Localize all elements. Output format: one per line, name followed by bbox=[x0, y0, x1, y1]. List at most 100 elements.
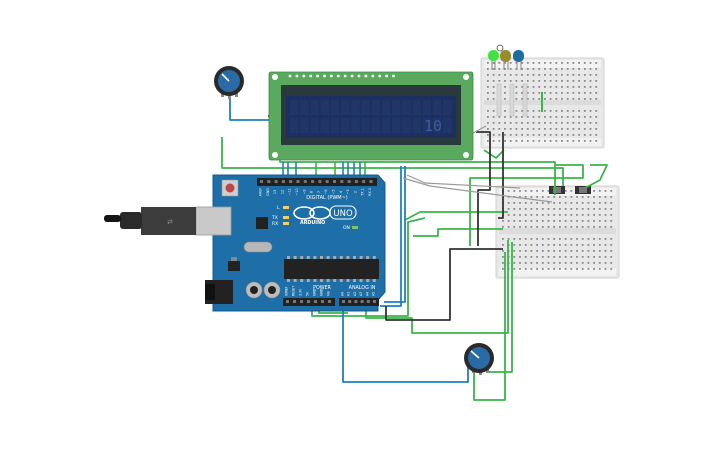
lcd-pin[interactable] bbox=[302, 74, 306, 78]
reset-button-icon[interactable] bbox=[221, 179, 239, 197]
digital-pin[interactable] bbox=[267, 180, 271, 183]
breadboard-hole bbox=[504, 98, 506, 100]
power-pin[interactable] bbox=[300, 300, 303, 303]
lcd-pin[interactable] bbox=[323, 74, 326, 78]
power-pin[interactable] bbox=[321, 300, 324, 303]
breadboard-hole bbox=[559, 214, 561, 216]
analog-pin[interactable] bbox=[373, 300, 376, 303]
lcd-pin[interactable] bbox=[350, 74, 354, 78]
lcd-pin[interactable] bbox=[378, 74, 382, 78]
power-pin[interactable] bbox=[314, 300, 317, 303]
lcd-pin[interactable] bbox=[316, 74, 319, 78]
digital-pin[interactable] bbox=[325, 180, 329, 183]
breadboard-hole bbox=[583, 134, 586, 136]
lcd-pin[interactable] bbox=[330, 74, 333, 78]
power-label: POWER bbox=[313, 285, 331, 291]
lcd-pin[interactable] bbox=[343, 74, 347, 78]
digital-pin[interactable] bbox=[289, 180, 293, 183]
lcd-pin[interactable] bbox=[295, 74, 299, 78]
breadboard-hole bbox=[487, 62, 489, 64]
breadboard-hole bbox=[547, 262, 550, 264]
breadboard-hole bbox=[492, 68, 495, 70]
led-blue[interactable] bbox=[513, 50, 524, 70]
breadboard-hole bbox=[504, 128, 506, 130]
lcd-pin[interactable] bbox=[364, 74, 368, 78]
potentiometer-bottom[interactable] bbox=[464, 343, 494, 375]
breadboard-hole bbox=[524, 226, 527, 228]
digital-pin[interactable] bbox=[274, 180, 278, 183]
analog-pin[interactable] bbox=[366, 300, 370, 303]
digital-pin-label: 2 bbox=[353, 191, 357, 193]
breadboard-hole bbox=[492, 74, 495, 76]
breadboard-hole bbox=[610, 226, 613, 228]
breadboard-hole bbox=[521, 92, 523, 94]
breadboard-hole bbox=[581, 208, 584, 210]
breadboard-hole bbox=[576, 220, 578, 222]
lcd-pin[interactable] bbox=[309, 74, 313, 78]
led-yellow[interactable] bbox=[496, 44, 511, 70]
breadboard-hole bbox=[559, 220, 561, 222]
breadboard-hole bbox=[524, 220, 527, 222]
wire-gray-3 bbox=[406, 174, 521, 189]
lcd-pin[interactable] bbox=[371, 74, 375, 78]
analog-pin[interactable] bbox=[342, 300, 345, 303]
lcd-pin[interactable] bbox=[392, 74, 395, 78]
breadboard-hole bbox=[524, 256, 527, 258]
digital-pin[interactable] bbox=[318, 180, 322, 183]
breadboard-hole bbox=[593, 238, 595, 240]
power-pin[interactable] bbox=[286, 300, 289, 303]
lcd-pin[interactable] bbox=[385, 74, 388, 78]
breadboard-hole bbox=[589, 116, 592, 118]
breadboard-hole bbox=[570, 256, 573, 258]
digital-pin[interactable] bbox=[340, 180, 344, 183]
breadboard-hole bbox=[570, 214, 573, 216]
digital-pin[interactable] bbox=[347, 180, 351, 183]
breadboard-hole bbox=[564, 268, 567, 270]
breadboard-hole bbox=[593, 226, 595, 228]
digital-pin[interactable] bbox=[303, 180, 307, 183]
potentiometer-top[interactable] bbox=[214, 66, 244, 99]
breadboard-hole bbox=[553, 202, 556, 204]
digital-pin[interactable] bbox=[281, 180, 285, 183]
digital-pin[interactable] bbox=[333, 180, 336, 183]
breadboard-hole bbox=[502, 268, 504, 270]
l-led bbox=[283, 206, 289, 209]
breadboard-hole bbox=[610, 238, 613, 240]
breadboard-hole bbox=[515, 62, 518, 64]
breadboard-hole bbox=[593, 256, 595, 258]
digital-pin[interactable] bbox=[362, 180, 366, 183]
analog-pin[interactable] bbox=[354, 300, 358, 303]
lcd-16x2-module[interactable]: 10 bbox=[268, 71, 474, 161]
lcd-pin[interactable] bbox=[357, 74, 361, 78]
breadboard-hole bbox=[564, 196, 567, 198]
breadboard-hole bbox=[547, 220, 550, 222]
digital-pin[interactable] bbox=[354, 180, 358, 183]
digital-pin[interactable] bbox=[296, 180, 300, 183]
analog-pin[interactable] bbox=[360, 300, 364, 303]
breadboard-hole bbox=[492, 134, 495, 136]
breadboard-hole bbox=[564, 202, 567, 204]
wire-blue-2 bbox=[342, 306, 469, 383]
analog-pin[interactable] bbox=[348, 300, 352, 303]
lcd-pin[interactable] bbox=[336, 74, 340, 78]
power-pin[interactable] bbox=[328, 300, 331, 303]
breadboard-hole bbox=[504, 74, 506, 76]
breadboard-hole bbox=[549, 128, 552, 130]
lcd-cell bbox=[402, 100, 411, 115]
led-green[interactable] bbox=[488, 50, 499, 70]
breadboard-hole bbox=[561, 62, 563, 64]
power-pin[interactable] bbox=[293, 300, 296, 303]
digital-pin[interactable] bbox=[369, 180, 373, 183]
breadboard-hole bbox=[583, 122, 586, 124]
breadboard-hole bbox=[564, 244, 567, 246]
digital-pin[interactable] bbox=[311, 180, 315, 183]
arduino-logo-text: ARDUINO bbox=[300, 220, 325, 226]
analog-label: ANALOG IN bbox=[349, 285, 376, 291]
lcd-pin[interactable] bbox=[288, 74, 292, 78]
push-button-1[interactable] bbox=[549, 186, 565, 194]
power-pin[interactable] bbox=[307, 300, 310, 303]
digital-pin[interactable] bbox=[260, 180, 263, 183]
breadboard-hole bbox=[604, 220, 607, 222]
push-button-2[interactable] bbox=[575, 186, 591, 194]
